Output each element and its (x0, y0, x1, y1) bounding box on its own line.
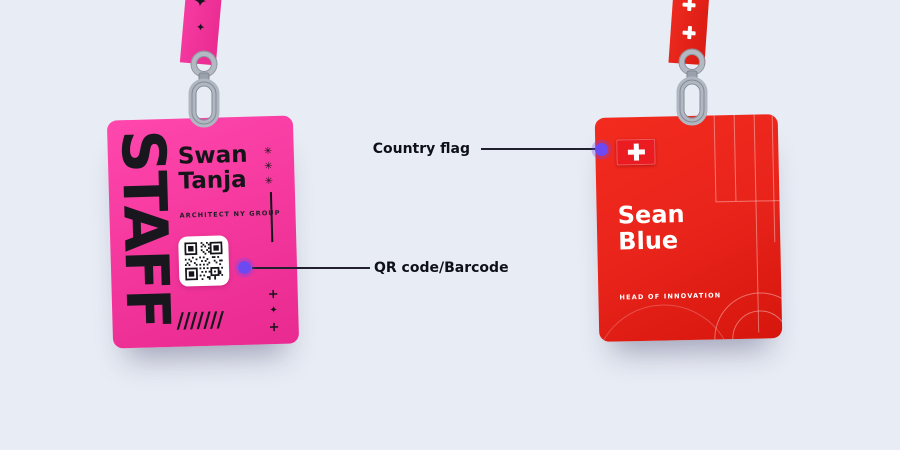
swiss-cross-icon (682, 0, 696, 11)
annotation-line-country-flag (481, 148, 599, 150)
sparkle-icon: ✦ (269, 304, 279, 317)
sparkle-icon: ✦ (195, 20, 206, 35)
first-name: Swan (177, 141, 248, 170)
slash-decoration: /////// (176, 307, 224, 333)
qr-code (178, 235, 230, 287)
plus-icon: + (267, 286, 279, 303)
decor-line (733, 115, 737, 202)
metal-clip-icon (676, 48, 708, 126)
badge-holder-name: Swan Tanja (177, 141, 249, 195)
last-name: Blue (617, 226, 679, 256)
annotation-dot-qr-code[interactable] (238, 261, 251, 274)
swiss-flag (616, 138, 656, 166)
asterisk-icon: ✳ (264, 161, 273, 173)
annotation-label-country-flag: Country flag (372, 141, 470, 157)
innovation-badge-card: Sean Blue HEAD OF INNOVATION (594, 114, 783, 342)
badge-role: HEAD OF INNOVATION (619, 291, 722, 302)
annotation-dot-country-flag[interactable] (595, 143, 608, 156)
plus-icon: + (268, 319, 280, 336)
swiss-cross-icon (682, 26, 696, 40)
badge-role: ARCHITECT NY GROUP (179, 208, 281, 220)
decor-line (753, 114, 757, 201)
asterisk-icon: ✳ (263, 146, 273, 158)
star-decoration: ✳ ✳ ✳ (264, 146, 274, 187)
decor-line (771, 114, 776, 243)
asterisk-icon: ✳ (264, 176, 274, 188)
sparkle-icon: ✦ (192, 0, 209, 13)
decor-arc (713, 291, 783, 342)
decor-line (715, 200, 780, 203)
last-name: Tanja (178, 166, 247, 195)
annotation-label-qr-code: QR code/Barcode (374, 260, 509, 276)
metal-clip-icon (188, 50, 220, 128)
staff-badge-card: STAFF Swan Tanja ✳ ✳ ✳ ARCHITECT NY GROU… (106, 115, 300, 349)
badge-vertical-label: STAFF (107, 128, 183, 329)
plus-decoration: + ✦ + (267, 286, 280, 336)
badge-holder-name: Sean Blue (617, 200, 685, 256)
annotation-line-qr-code (252, 267, 370, 269)
qr-pattern-icon (184, 241, 224, 281)
swiss-cross-icon (627, 143, 644, 160)
decor-arc (594, 303, 736, 342)
